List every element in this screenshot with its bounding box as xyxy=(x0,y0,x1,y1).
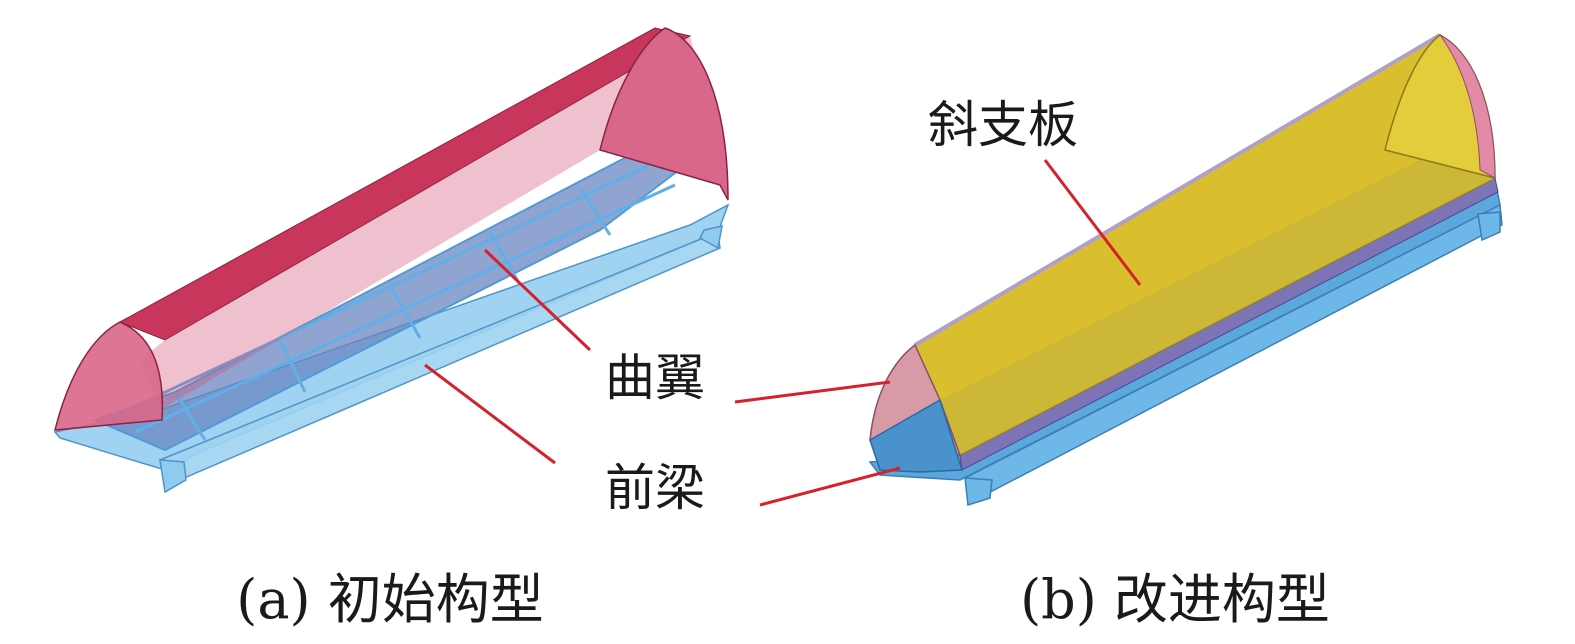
leader-diagonal-plate xyxy=(1043,159,1142,286)
diagonal-plate-lower-right xyxy=(940,150,1495,455)
curved-wing-end-far-left xyxy=(599,27,729,201)
leader-lines xyxy=(424,159,1142,507)
leader-curved-wing-right xyxy=(734,380,891,404)
caption-improved-configuration: (b) 改进构型 xyxy=(1020,568,1330,631)
curved-wing-end-near-left xyxy=(54,321,164,431)
curved-wing-side-left xyxy=(140,36,720,410)
curved-wing-end-far-right xyxy=(1439,34,1496,179)
leader-front-beam-right xyxy=(759,466,901,507)
initial-configuration-model xyxy=(53,27,730,494)
front-beam-end-near-right xyxy=(869,398,964,473)
caption-initial-configuration: (a) 初始构型 xyxy=(236,568,544,631)
leader-curved-wing-left xyxy=(483,248,592,352)
improved-configuration-model xyxy=(868,33,1503,506)
front-beam-foot-right-1 xyxy=(964,477,993,506)
tray-grid-lines-left xyxy=(109,163,676,441)
label-diagonal-plate: 斜支板 xyxy=(928,96,1078,154)
diagonal-plate-top-edge xyxy=(913,33,1442,347)
label-curved-wing: 曲翼 xyxy=(605,349,705,407)
leader-front-beam-left xyxy=(424,363,556,465)
front-beam-foot-left-2 xyxy=(699,225,723,250)
front-beam-foot-left-1 xyxy=(159,459,187,494)
front-beam-foot-right-2 xyxy=(1477,211,1501,242)
label-front-beam: 前梁 xyxy=(605,459,705,517)
curved-wing-top-left xyxy=(118,27,692,341)
